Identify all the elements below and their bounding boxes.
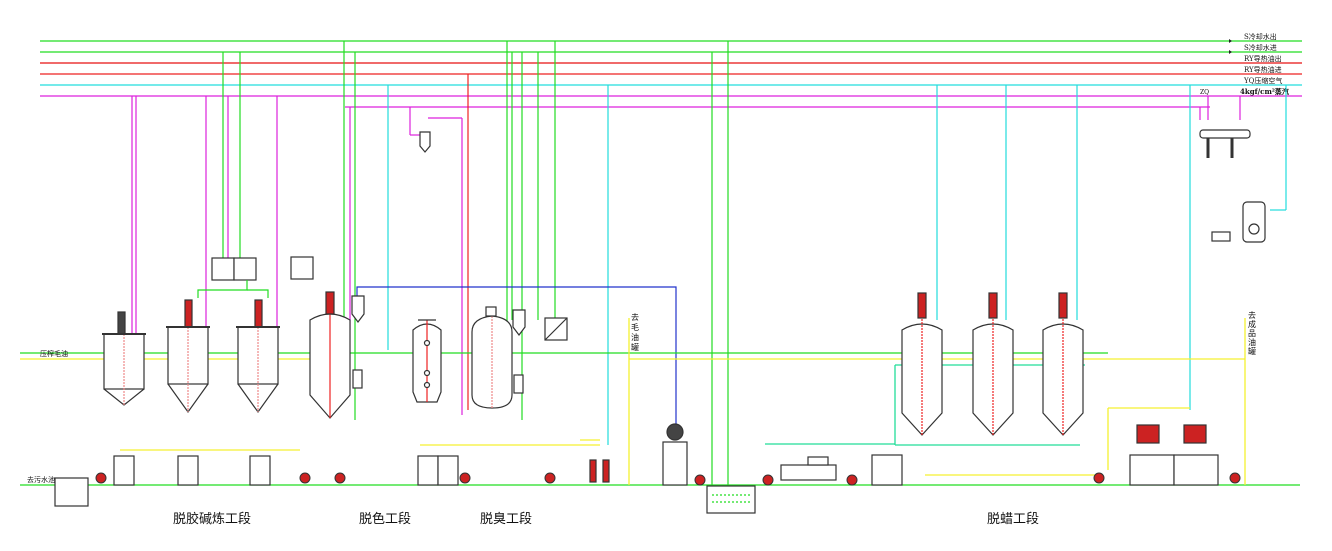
- dosing-tank: [211, 257, 257, 281]
- pump: [762, 474, 774, 486]
- utility-header-lines: [40, 40, 1302, 108]
- pump: [1229, 472, 1241, 484]
- pump: [459, 472, 471, 484]
- pump: [1093, 472, 1105, 484]
- bleaching-tank: [309, 291, 351, 419]
- svg-text:油: 油: [631, 332, 639, 342]
- legend-compressed-air: YQ压缩空气: [1243, 76, 1282, 85]
- degumming-section: [54, 256, 314, 507]
- vapor-separator: [351, 295, 365, 389]
- zq-tag: ZQ: [1200, 89, 1209, 96]
- svg-text:品: 品: [1248, 329, 1256, 338]
- collection-tank-1: [113, 455, 135, 486]
- sewage-tank: [54, 477, 89, 507]
- filter-presses: [1129, 424, 1219, 486]
- svg-text:毛: 毛: [631, 322, 639, 332]
- to-product-tank-label: 去 成 品 油 罐: [1248, 310, 1256, 356]
- crystallizer-1: [901, 292, 943, 436]
- air-receiver: [1211, 201, 1266, 243]
- wax-tank: [871, 454, 903, 486]
- vacuum-pump-frame: [662, 441, 688, 486]
- svg-text:成: 成: [1248, 319, 1256, 329]
- legend-thermal-oil-out: RY导热油出: [1244, 54, 1282, 63]
- vacuum-steam-ejector: [419, 131, 431, 153]
- section-label-degumming: 脱胶碱炼工段: [173, 511, 251, 527]
- pump: [846, 474, 858, 486]
- heat-exchanger: [544, 317, 568, 341]
- degumming-tank-1: [102, 311, 146, 406]
- crystallizer-3: [1042, 292, 1084, 436]
- pump: [334, 472, 346, 484]
- vertical-risers: [131, 41, 1287, 485]
- svg-text:去: 去: [1248, 310, 1256, 320]
- deodorizer-separator: [512, 309, 526, 394]
- to-crude-tank-label: 去 毛 油 罐: [631, 312, 639, 352]
- legend-cooling-water-in: S冷却水进: [1244, 43, 1277, 52]
- legend-thermal-oil-in: RY导热油进: [1244, 65, 1282, 74]
- pumps: [95, 472, 1241, 486]
- deodorizer: [471, 306, 513, 409]
- to-sewage-label: 去污水池: [27, 475, 55, 484]
- svg-text:油: 油: [1248, 337, 1256, 347]
- leaf-filter: [412, 319, 442, 403]
- pump: [299, 472, 311, 484]
- pump: [95, 472, 107, 484]
- crystallizer-2: [972, 292, 1014, 436]
- crude-oil-inlet-label: 压榨毛油: [40, 349, 68, 358]
- vacuum-system: [662, 423, 837, 514]
- legend: S冷却水出 S冷却水进 RY导热油出 RY导热油进 YQ压缩空气 4kgf/cm…: [1200, 32, 1289, 96]
- section-label-deodorization: 脱臭工段: [480, 512, 532, 527]
- bleaching-section: [309, 291, 459, 486]
- bleached-oil-tank: [417, 455, 459, 486]
- feed-box: [290, 256, 314, 280]
- legend-steam: 4kgf/cm²蒸汽: [1240, 87, 1289, 96]
- oil-filters: [589, 459, 610, 483]
- deodorization-section: [419, 131, 610, 483]
- dewaxing-section: [871, 129, 1266, 486]
- pump: [694, 474, 706, 486]
- hot-well: [706, 485, 756, 514]
- steam-manifold: [1199, 129, 1251, 158]
- legend-cooling-water-out: S冷却水出: [1244, 32, 1277, 41]
- svg-text:罐: 罐: [631, 342, 639, 352]
- collection-tank-2: [177, 455, 199, 486]
- svg-text:罐: 罐: [1248, 346, 1256, 356]
- section-label-dewaxing: 脱蜡工段: [987, 512, 1039, 527]
- neutralization-tank-2: [166, 299, 210, 414]
- collection-tank-3: [249, 455, 271, 486]
- pump: [544, 472, 556, 484]
- process-main-lines: [20, 318, 1300, 486]
- chiller-unit: [780, 464, 837, 481]
- neutralization-tank-3: [236, 299, 280, 414]
- section-label-bleaching: 脱色工段: [359, 511, 411, 527]
- svg-text:去: 去: [631, 312, 639, 322]
